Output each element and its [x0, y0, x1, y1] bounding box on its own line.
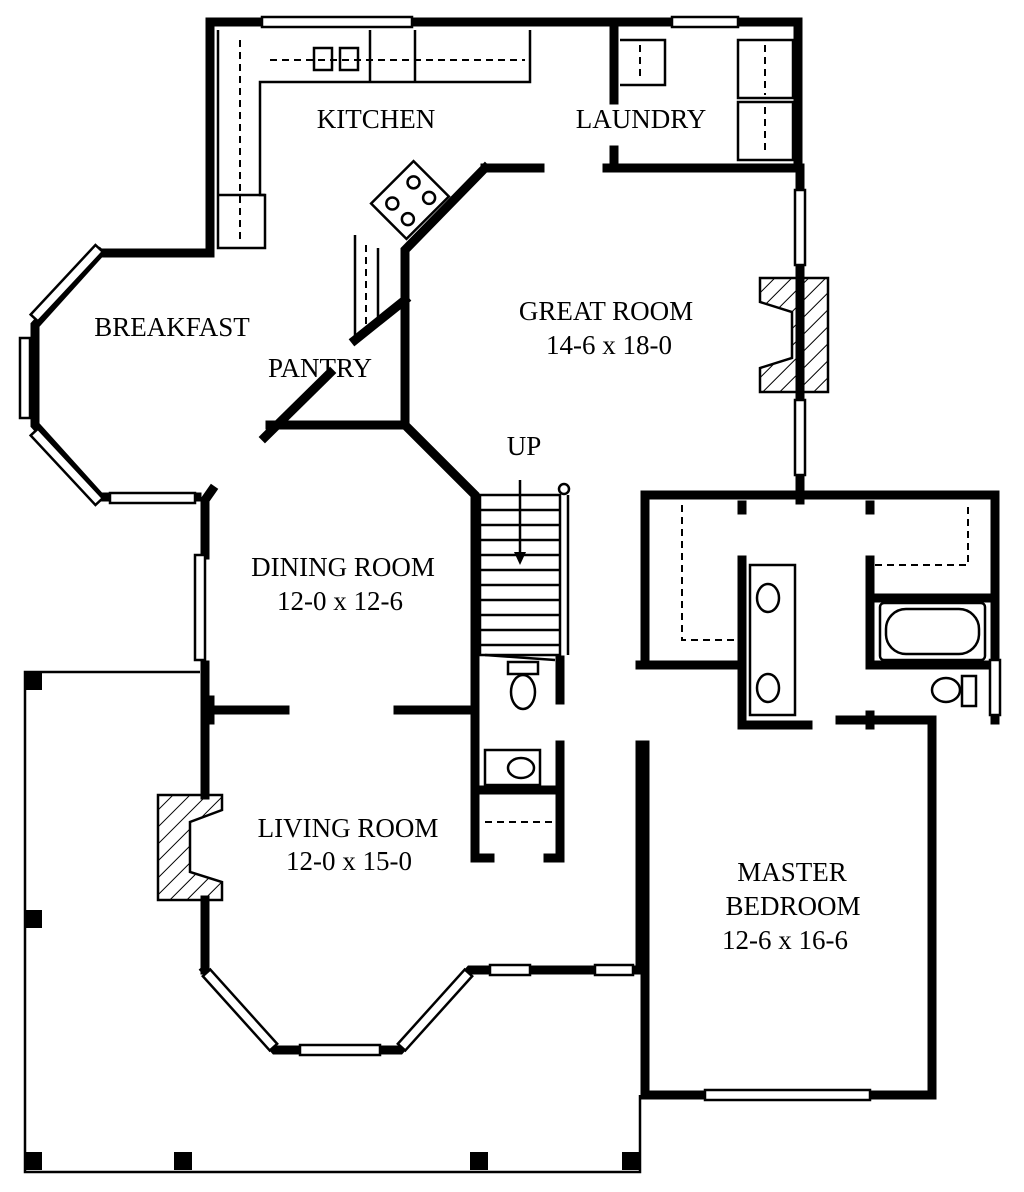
kitchen-label: KITCHEN: [317, 104, 435, 134]
stairs: [478, 480, 571, 657]
master-bedroom-label-line1: MASTER: [737, 857, 847, 887]
range-icon: [369, 159, 451, 241]
breakfast-label: BREAKFAST: [94, 312, 250, 342]
living-room-label: LIVING ROOM: [258, 813, 439, 843]
laundry-label: LAUNDRY: [576, 104, 707, 134]
master-bedroom-size: 12-6 x 16-6: [722, 925, 848, 955]
dining-room-label: DINING ROOM: [251, 552, 435, 582]
living-room-size: 12-0 x 15-0: [286, 846, 412, 876]
great-room-label: GREAT ROOM: [519, 296, 693, 326]
dining-room-size: 12-0 x 12-6: [277, 586, 403, 616]
master-bedroom-label-line2: BEDROOM: [725, 891, 860, 921]
great-room-size: 14-6 x 18-0: [546, 330, 672, 360]
windows: [18, 15, 1002, 1102]
room-labels: KITCHEN LAUNDRY GREAT ROOM 14-6 x 18-0 B…: [94, 104, 860, 955]
porch: [23, 670, 642, 1174]
stairs-up-label: UP: [507, 431, 542, 461]
walls: [30, 17, 1000, 1100]
fixtures: [156, 30, 987, 902]
pantry-label: PANTRY: [268, 353, 372, 383]
